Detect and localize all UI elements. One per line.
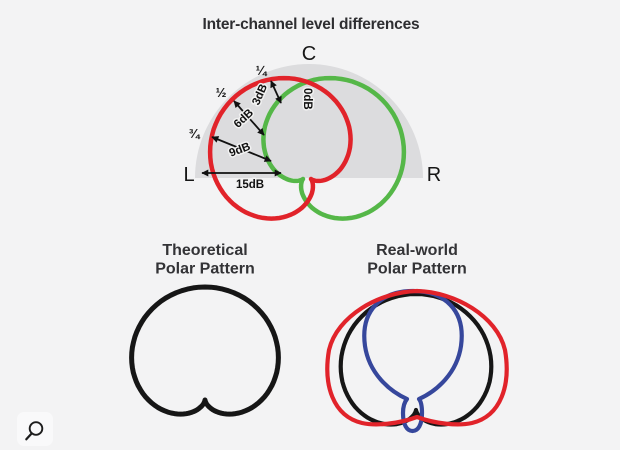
realworld-polar-curves [325, 288, 509, 434]
theoretical-polar-curves [129, 284, 281, 417]
realworld-cardioid-black [338, 291, 494, 427]
fraction-label-half: ½ [216, 85, 227, 100]
realworld-wide-pattern-red [325, 288, 509, 427]
realworld-title-line2: Polar Pattern [367, 261, 467, 278]
label-15db: 15dB [236, 179, 264, 191]
arrow-9db [211, 136, 272, 162]
theoretical-cardioid [129, 284, 281, 417]
channel-label-left: L [183, 164, 194, 186]
arrow-3db [270, 80, 282, 104]
channel-label-right: R [427, 164, 441, 186]
theoretical-polar-chart: Theoretical Polar Pattern [129, 242, 281, 417]
fraction-label-three-quarter: ¾ [189, 126, 201, 141]
magnifier-handle [25, 432, 33, 441]
fraction-label-quarter: ¼ [256, 63, 268, 78]
realworld-narrow-pattern-blue [362, 288, 464, 434]
theoretical-title-line1: Theoretical [162, 242, 247, 259]
magnifier-icon-tile [17, 412, 53, 446]
level-difference-arrows [201, 80, 282, 177]
chart-title: Inter-channel level differences [203, 16, 420, 33]
label-0db: 0dB [301, 88, 313, 110]
realworld-polar-chart: Real-world Polar Pattern [325, 242, 509, 434]
arrow-6db [233, 100, 265, 136]
inter-channel-level-chart: Inter-channel level differences C L R ¼ … [183, 16, 441, 221]
theoretical-title-line2: Polar Pattern [155, 261, 255, 278]
magnifier-icon[interactable] [17, 412, 53, 446]
channel-label-center: C [302, 43, 316, 65]
realworld-title-line1: Real-world [376, 242, 458, 259]
red-cardioid-left-channel [207, 75, 353, 221]
magnifier-lens [28, 421, 44, 436]
